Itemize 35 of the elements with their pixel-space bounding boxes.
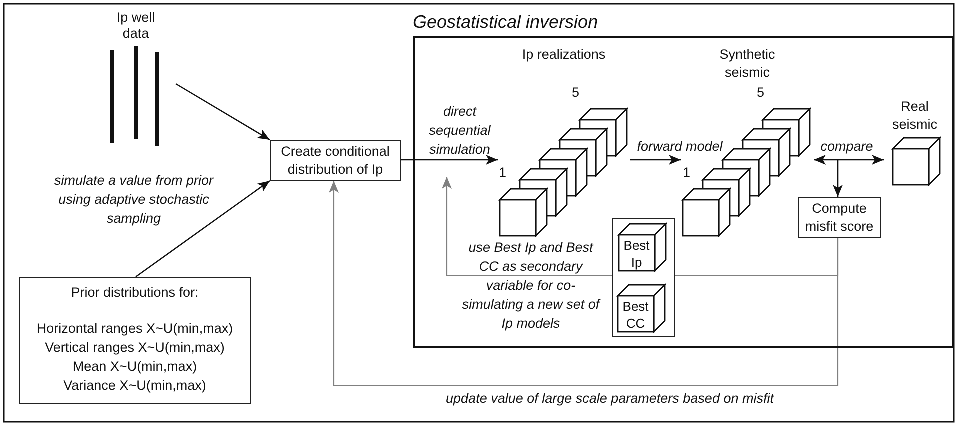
node-label: Variance X~U(min,max)	[62, 377, 208, 395]
index-number: 1	[499, 164, 507, 182]
node-label: Best Ip	[622, 236, 651, 271]
arrow	[136, 180, 270, 278]
node-label: Mean X~U(min,max)	[72, 358, 198, 376]
edge-label: simulate a value from prior using adaptive stochastic sampling	[53, 172, 215, 228]
edge-label: compare	[820, 138, 874, 156]
node-label: Prior distributions for:	[70, 284, 200, 302]
arrow	[833, 160, 843, 197]
index-number: 5	[572, 84, 580, 102]
arrow	[176, 83, 270, 141]
container-box	[612, 218, 675, 337]
index-number: 1	[683, 164, 691, 182]
index-number: 5	[757, 84, 765, 102]
node-label: Ip well data	[116, 10, 156, 42]
process-box	[270, 140, 401, 181]
node-label: Vertical ranges X~U(min,max)	[44, 339, 226, 357]
node-label: Geostatistical inversion	[413, 11, 598, 33]
edge-label: forward model	[636, 138, 724, 156]
arrow	[401, 155, 498, 165]
arrow	[630, 155, 681, 165]
edge-label: update value of large scale parameters based on misfit	[445, 390, 776, 408]
edge-label: direct sequential simulation	[428, 103, 492, 159]
prior-box	[19, 277, 251, 404]
node-label: Create conditional distribution of Ip	[280, 142, 391, 178]
node-label: Synthetic seismic	[718, 46, 776, 82]
edge-label: use Best Ip and Best CC as secondary variable for co-simulating a new set of Ip models	[461, 239, 602, 333]
node-label: Ip realizations	[522, 46, 606, 64]
node-label: Compute misfit score	[804, 200, 875, 236]
arrow	[814, 155, 884, 165]
arrow	[329, 181, 839, 387]
node-label: Best CC	[622, 298, 650, 332]
node-label: Real seismic	[891, 98, 938, 134]
process-box	[798, 197, 881, 238]
node-label: Horizontal ranges X~U(min,max)	[36, 320, 234, 338]
